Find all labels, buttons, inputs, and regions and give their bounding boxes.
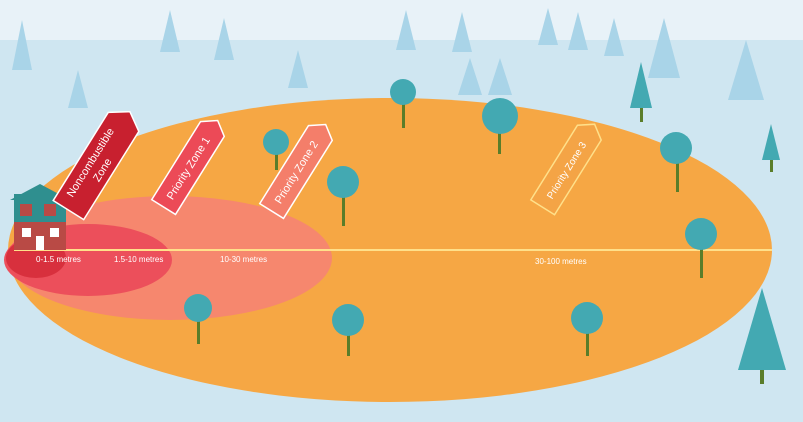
distance-label-1: 1.5-10 metres [114, 255, 163, 264]
distance-label-0: 0-1.5 metres [36, 255, 81, 264]
distance-label-3: 30-100 metres [535, 257, 587, 266]
distance-label-2: 10-30 metres [220, 255, 267, 264]
